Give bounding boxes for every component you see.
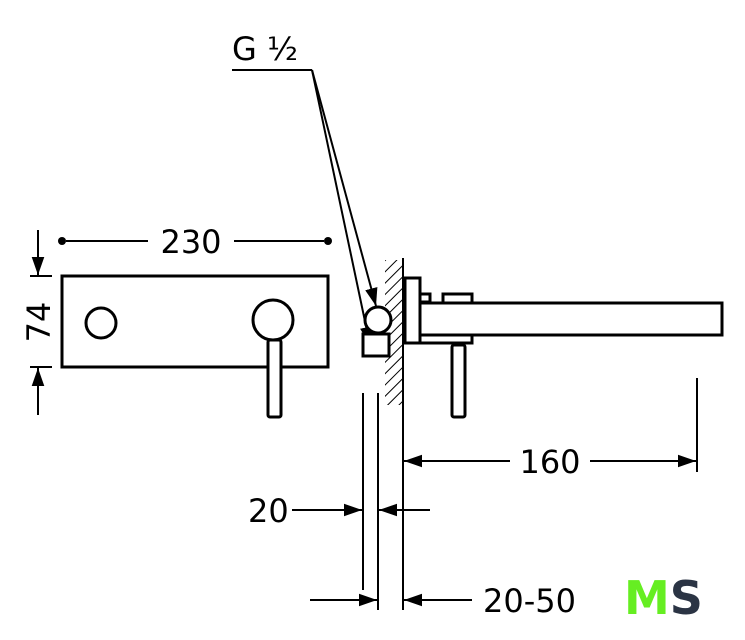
- logo-s: S: [670, 571, 703, 625]
- logo-m: M: [624, 571, 670, 625]
- handle-base: [251, 298, 295, 342]
- wall-dimensions: 20 20-50: [248, 393, 576, 620]
- ms-logo: MS: [624, 571, 703, 625]
- spout-length-label: 160: [519, 443, 580, 481]
- diverter-knob: [84, 306, 118, 340]
- front-view: [60, 274, 330, 419]
- lever-handle: [266, 338, 283, 419]
- wall-range-label: 20-50: [483, 582, 576, 620]
- logo-text: MS: [624, 571, 703, 625]
- side-view: [361, 258, 724, 610]
- spout-length-dimension: 160: [404, 378, 698, 481]
- thread-label: G ½: [232, 30, 298, 68]
- valve-body: [361, 332, 391, 358]
- width-dimension: 230: [58, 223, 332, 261]
- thread-connection: [363, 305, 393, 335]
- height-dimension: 74: [20, 230, 58, 415]
- height-label: 74: [20, 302, 58, 343]
- side-lever: [450, 343, 467, 419]
- thread-callout: G ½: [232, 30, 378, 346]
- spout: [418, 301, 724, 337]
- width-label: 230: [160, 223, 221, 261]
- wall-offset-label: 20: [248, 492, 289, 530]
- wall-hatch: [385, 260, 403, 405]
- flange: [403, 276, 422, 345]
